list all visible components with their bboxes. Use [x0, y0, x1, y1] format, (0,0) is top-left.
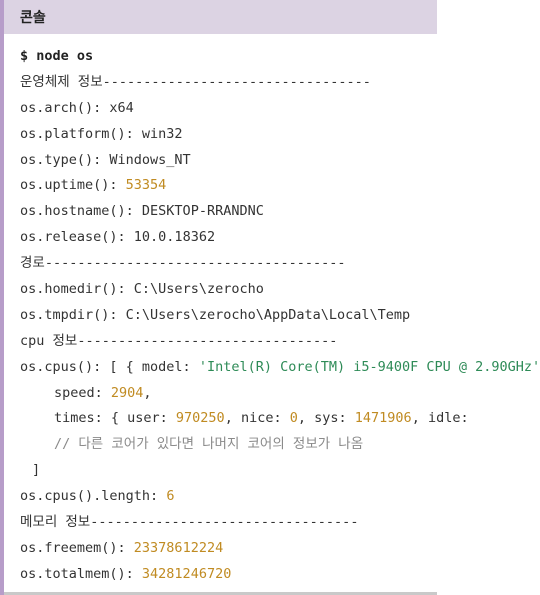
hostname-value: DESKTOP-RRANDNC [141, 203, 264, 220]
release-value: 10.0.18362 [133, 229, 216, 246]
close-bracket: ] [32, 462, 41, 479]
cpu-heading: cpu 정보-------------------------------- [20, 332, 338, 349]
type-value: Windows_NT [109, 151, 191, 168]
command-line: $ node os [20, 48, 94, 64]
homedir-label: os.homedir(): [20, 281, 134, 298]
panel-header: 콘솔 [4, 0, 437, 34]
cpus-length-value: 6 [166, 488, 175, 505]
hostname-line: os.hostname(): DESKTOP-RRANDNC [20, 199, 437, 225]
type-line: os.type(): Windows_NT [20, 148, 437, 174]
times-label: times: { user: [54, 410, 176, 427]
speed-value: 2904 [110, 384, 144, 401]
times-sys-label: , sys: [297, 410, 355, 427]
homedir-value: C:\Users\zerocho [133, 281, 264, 298]
cpus-line: os.cpus(): [ { model: 'Intel(R) Core(TM)… [20, 355, 540, 381]
cpus-length-line: os.cpus().length: 6 [20, 484, 437, 510]
totalmem-label: os.totalmem(): [20, 565, 142, 582]
speed-line: speed: 2904, [20, 381, 437, 407]
uptime-label: os.uptime(): [20, 177, 126, 194]
times-rest: , idle: [411, 410, 469, 427]
homedir-line: os.homedir(): C:\Users\zerocho [20, 277, 437, 303]
cpus-label: os.cpus(): [ { model: [20, 358, 199, 375]
cpus-length-label: os.cpus().length: [20, 488, 167, 505]
panel-title: 콘솔 [20, 10, 46, 26]
memory-heading: 메모리 정보--------------------------------- [20, 514, 359, 531]
freemem-line: os.freemem(): 23378612224 [20, 536, 437, 562]
platform-value: win32 [141, 125, 183, 142]
platform-label: os.platform(): [20, 125, 142, 142]
console-output[interactable]: $ node os 운영체제 정보-----------------------… [20, 44, 540, 588]
times-nice-label: , nice: [224, 410, 290, 427]
speed-label: speed: [54, 384, 111, 401]
times-line: times: { user: 970250, nice: 0, sys: 147… [20, 406, 469, 432]
tmpdir-label: os.tmpdir(): [20, 306, 126, 323]
freemem-label: os.freemem(): [20, 539, 134, 556]
freemem-value: 23378612224 [133, 539, 224, 556]
cpus-model: 'Intel(R) Core(TM) i5-9400F CPU @ 2.90GH… [198, 358, 540, 375]
path-heading: 경로------------------------------------- [20, 255, 346, 272]
platform-line: os.platform(): win32 [20, 122, 437, 148]
uptime-line: os.uptime(): 53354 [20, 173, 437, 199]
comment-line: // 다른 코어가 있다면 나머지 코어의 정보가 나옴 [54, 436, 364, 453]
speed-suffix: , [143, 384, 152, 401]
uptime-value: 53354 [125, 177, 167, 194]
arch-value: x64 [109, 99, 134, 116]
times-nice: 0 [289, 410, 298, 427]
os-info-heading: 운영체제 정보--------------------------------- [20, 73, 371, 90]
release-label: os.release(): [20, 229, 134, 246]
arch-label: os.arch(): [20, 99, 110, 116]
bottom-divider [4, 592, 437, 595]
type-label: os.type(): [20, 151, 110, 168]
hostname-label: os.hostname(): [20, 203, 142, 220]
tmpdir-value: C:\Users\zerocho\AppData\Local\Temp [125, 306, 411, 323]
totalmem-line: os.totalmem(): 34281246720 [20, 562, 437, 588]
totalmem-value: 34281246720 [141, 565, 232, 582]
times-user: 970250 [175, 410, 225, 427]
tmpdir-line: os.tmpdir(): C:\Users\zerocho\AppData\Lo… [20, 303, 437, 329]
times-sys: 1471906 [354, 410, 412, 427]
release-line: os.release(): 10.0.18362 [20, 225, 437, 251]
arch-line: os.arch(): x64 [20, 96, 437, 122]
